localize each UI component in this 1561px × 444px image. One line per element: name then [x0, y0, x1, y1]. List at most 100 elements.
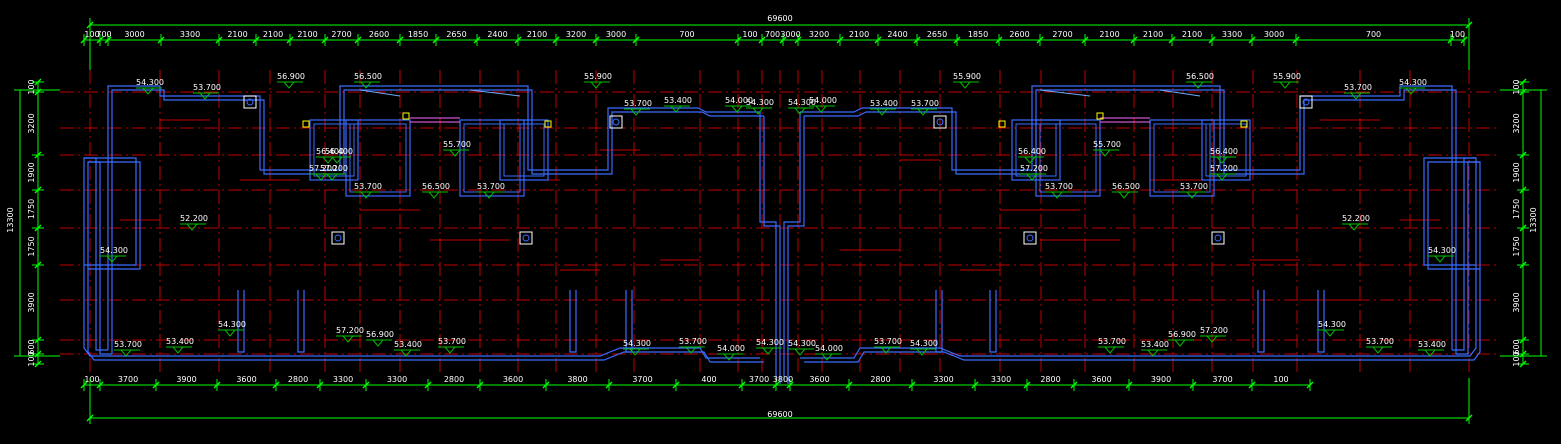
- overall-depth-left: 13300: [6, 207, 15, 232]
- left-dim-label: 1750: [27, 199, 36, 219]
- kitchen-right: [1035, 119, 1101, 197]
- level-marker-icon: [730, 105, 744, 113]
- level-marker-icon: [341, 335, 355, 343]
- bottom-dim-tick: [738, 381, 746, 389]
- level-label: 54.300: [1428, 246, 1456, 255]
- top-dim-tick: [913, 36, 921, 44]
- drain-circle: [522, 234, 530, 242]
- top-dim-label: 100: [1450, 30, 1465, 39]
- top-dim-label: 2100: [263, 30, 283, 39]
- top-dim-label: 2400: [487, 30, 507, 39]
- right-dim-tick: [1519, 78, 1527, 86]
- left-dim-tick: [34, 261, 42, 269]
- top-dim-label: 3000: [1264, 30, 1284, 39]
- bottom-dim-tick: [213, 381, 221, 389]
- level-label: 57.200: [1020, 164, 1048, 173]
- top-dim-label: 3000: [124, 30, 144, 39]
- level-marker-icon: [371, 339, 385, 347]
- right-dim-label: 100: [1512, 79, 1521, 94]
- bottom-dim-label: 3900: [176, 375, 196, 384]
- right-dim-tick: [1519, 360, 1527, 368]
- level-label: 54.000: [725, 96, 753, 105]
- level-marker-icon: [1023, 156, 1037, 164]
- left-dim-tick: [34, 336, 42, 344]
- top-dim-tick: [1036, 36, 1044, 44]
- level-label: 54.300: [788, 98, 816, 107]
- bottom-dim-label: 100: [1273, 375, 1288, 384]
- level-label: 53.700: [354, 182, 382, 191]
- bottom-dim-label: 100: [84, 375, 99, 384]
- drain-box: [519, 231, 533, 245]
- level-label: 53.700: [438, 337, 466, 346]
- bottom-dim-label: 3800: [567, 375, 587, 384]
- top-dim-label: 3000: [780, 30, 800, 39]
- level-label: 53.400: [1418, 340, 1446, 349]
- right-dim-label: 3900: [1512, 292, 1521, 312]
- left-outer-bottom: [83, 157, 760, 359]
- left-outer-top: [107, 85, 760, 350]
- level-label: 54.000: [717, 344, 745, 353]
- level-label: 56.900: [277, 72, 305, 81]
- core-right-inner: [787, 116, 805, 384]
- top-dim-tick: [1081, 36, 1089, 44]
- bottom-dim-tick: [96, 381, 104, 389]
- level-marker-icon: [1323, 329, 1337, 337]
- level-marker-icon: [1146, 349, 1160, 357]
- bottom-dim-tick: [605, 381, 613, 389]
- bottom-dim-tick: [772, 381, 780, 389]
- right-dim-label: 1750: [1512, 199, 1521, 219]
- window-diagonal: [1039, 89, 1091, 97]
- right-bay-inner: [1427, 161, 1480, 270]
- bottom-dim-tick: [80, 381, 88, 389]
- top-dim-tick: [1248, 36, 1256, 44]
- level-marker-icon: [325, 173, 339, 181]
- right-dim-label: 600: [1512, 339, 1521, 354]
- level-label: 53.700: [1045, 182, 1073, 191]
- level-marker-icon: [1433, 255, 1447, 263]
- level-marker-icon: [1215, 156, 1229, 164]
- wall-stub: [297, 290, 305, 353]
- bottom-dim-tick: [476, 381, 484, 389]
- level-label: 53.700: [911, 99, 939, 108]
- level-label: 53.400: [394, 340, 422, 349]
- bottom-dim-label: 3900: [1151, 375, 1171, 384]
- level-label: 54.300: [100, 246, 128, 255]
- top-dim-label: 100: [742, 30, 757, 39]
- top-dim-tick: [321, 36, 329, 44]
- top-dim-tick: [252, 36, 260, 44]
- window-diagonal: [469, 89, 521, 97]
- top-dim-label: 3000: [606, 30, 626, 39]
- level-marker-icon: [1173, 339, 1187, 347]
- drain-circle: [246, 98, 254, 106]
- top-dim-label: 2600: [369, 30, 389, 39]
- drain-circle: [1214, 234, 1222, 242]
- bottom-dim-tick: [971, 381, 979, 389]
- level-label: 56.400: [1018, 147, 1046, 156]
- level-label: 54.000: [809, 96, 837, 105]
- top-dim-tick: [96, 36, 104, 44]
- bottom-dim-label: 400: [701, 375, 716, 384]
- right-dim-tick: [1519, 151, 1527, 159]
- level-label: 52.200: [1342, 214, 1370, 223]
- top-dim-label: 2700: [1052, 30, 1072, 39]
- bottom-dim-label: 3600: [1091, 375, 1111, 384]
- pipe-marker: [998, 120, 1006, 128]
- top-dim-tick: [552, 36, 560, 44]
- right-dim-label: 1750: [1512, 236, 1521, 256]
- left-dim-label: 1750: [27, 236, 36, 256]
- left-dim-tick: [34, 151, 42, 159]
- drain-circle: [334, 234, 342, 242]
- top-dim-tick: [80, 36, 88, 44]
- right-dim-label: 100: [1512, 351, 1521, 366]
- level-label: 57.200: [1200, 326, 1228, 335]
- left-dim-label: 100: [27, 351, 36, 366]
- level-label: 56.400: [325, 147, 353, 156]
- window-diagonal: [1159, 89, 1201, 97]
- kitchen-left: [345, 119, 411, 197]
- drain-circle: [1026, 234, 1034, 242]
- level-label: 53.700: [477, 182, 505, 191]
- left-dim-label: 3900: [27, 292, 36, 312]
- wall-stub: [625, 290, 633, 353]
- level-label: 56.400: [316, 147, 344, 156]
